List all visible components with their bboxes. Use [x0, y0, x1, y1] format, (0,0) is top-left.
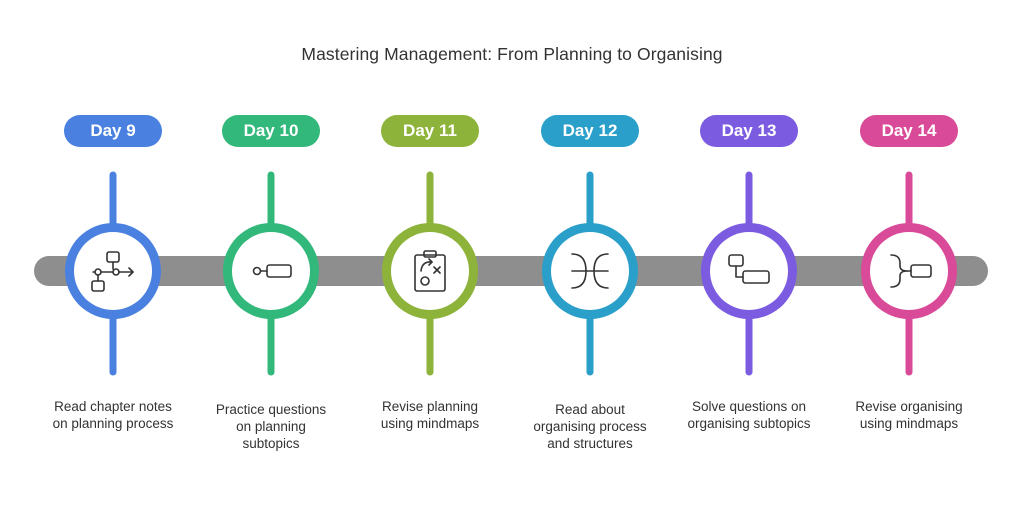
- step-description-line: Revise organising: [855, 399, 963, 414]
- page-title: Mastering Management: From Planning to O…: [301, 44, 723, 64]
- timeline-step-5: [701, 171, 797, 376]
- step-description: Read about organising process and structur…: [510, 401, 670, 452]
- strategy-board-icon: [414, 250, 446, 292]
- day-label: Day 9: [64, 115, 162, 147]
- step-description: Solve questions on organising subtopics: [669, 398, 829, 432]
- timeline-step-1: [65, 171, 161, 376]
- timeline-step-3: [382, 171, 478, 376]
- step-description-line: on planning: [236, 419, 306, 434]
- step-ring-inner: [391, 232, 469, 310]
- bracket-merge-icon: [890, 254, 932, 288]
- step-description-line: Solve questions on: [691, 399, 807, 414]
- timeline-step-4: [542, 171, 638, 376]
- timeline-step-2: [223, 171, 319, 376]
- step-description-line: organising process: [533, 419, 647, 434]
- day-label: Day 13: [700, 115, 798, 147]
- node-link-icon: [252, 264, 292, 278]
- step-description-line: Revise planning: [381, 399, 479, 414]
- timeline-step-6: [861, 171, 957, 376]
- step-description-line: on planning process: [52, 416, 174, 431]
- day-label: Day 10: [222, 115, 320, 147]
- step-description-line: using mindmaps: [859, 416, 959, 431]
- flowchart-icon: [91, 251, 134, 292]
- step-description-line: using mindmaps: [380, 416, 480, 431]
- day-label: Day 14: [860, 115, 958, 147]
- step-ring-inner: [232, 232, 310, 310]
- step-description-line: subtopics: [242, 436, 300, 451]
- step-description-line: organising subtopics: [687, 416, 811, 431]
- converge-diverge-icon: [571, 253, 609, 289]
- step-description: Practice questions on planning subtopics: [191, 401, 351, 452]
- step-description: Read chapter notes on planning process: [33, 398, 193, 432]
- day-label: Day 11: [381, 115, 479, 147]
- step-description: Revise planning using mindmaps: [350, 398, 510, 432]
- step-description-line: Read about: [555, 402, 625, 417]
- step-description-line: Practice questions: [215, 402, 327, 417]
- step-description-line: and structures: [547, 436, 633, 451]
- hierarchy-icon: [728, 254, 770, 284]
- day-label: Day 12: [541, 115, 639, 147]
- step-description-line: Read chapter notes: [54, 399, 172, 414]
- step-description: Revise organising using mindmaps: [829, 398, 989, 432]
